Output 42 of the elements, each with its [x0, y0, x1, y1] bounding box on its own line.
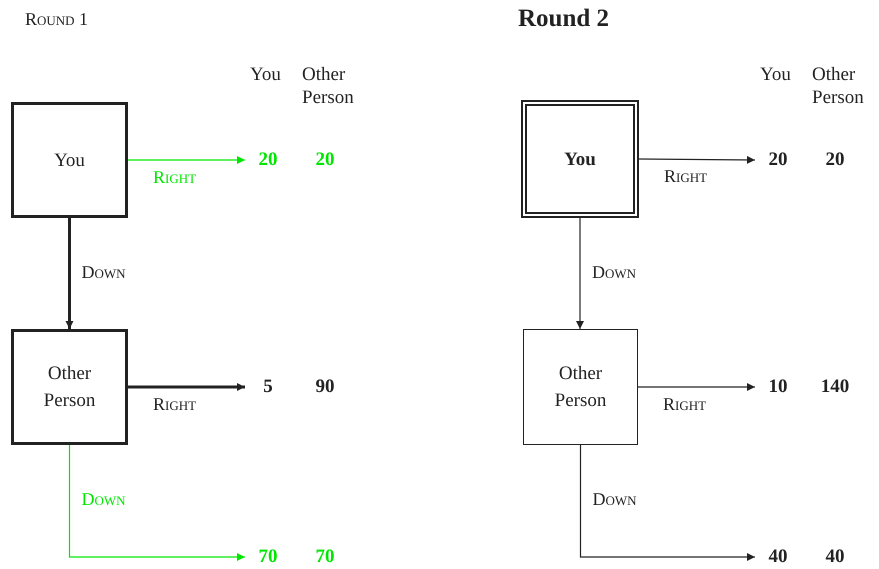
- payoff-value: 40: [768, 545, 788, 569]
- round-heading: Round 1: [25, 8, 88, 31]
- payoff-value: 40: [824, 545, 846, 569]
- arrow: [128, 156, 245, 164]
- decision-box: [11, 329, 128, 445]
- decision-box: [521, 100, 639, 218]
- payoff-value: 70: [314, 545, 336, 569]
- arrow: [639, 156, 755, 164]
- arrow: [638, 383, 755, 391]
- arrow: [66, 218, 74, 329]
- arrow: [576, 218, 584, 329]
- player-name: You: [564, 148, 596, 172]
- column-header: You: [250, 63, 282, 86]
- decision-box: [523, 329, 638, 445]
- arrow: [128, 383, 245, 391]
- player-name: Other Person: [554, 362, 608, 413]
- edge-label: Right: [153, 394, 196, 415]
- payoff-value: 20: [258, 148, 278, 172]
- edge-label: Right: [664, 166, 708, 187]
- arrow: [580, 445, 755, 561]
- edge-label: Right: [153, 167, 196, 188]
- arrow: [68, 445, 245, 561]
- edge-label: Right: [663, 394, 706, 415]
- round-heading: Round 2: [518, 7, 610, 30]
- payoff-value: 20: [768, 148, 788, 172]
- column-header: Other Person: [812, 63, 865, 109]
- payoff-value: 140: [820, 375, 850, 399]
- edge-label: Down: [82, 489, 126, 510]
- column-header: You: [760, 63, 792, 86]
- edge-label: Down: [82, 262, 126, 282]
- payoff-value: 20: [314, 148, 336, 172]
- payoff-value: 10: [768, 375, 788, 399]
- payoff-value: 70: [258, 545, 278, 569]
- player-name: You: [54, 148, 85, 172]
- edge-label: Down: [592, 262, 636, 282]
- payoff-value: 90: [314, 375, 336, 399]
- column-header: Other Person: [302, 63, 355, 109]
- decision-box: [11, 102, 128, 218]
- payoff-value: 5: [262, 375, 274, 399]
- edge-label: Down: [592, 489, 637, 510]
- player-name: Other Person: [42, 362, 96, 413]
- payoff-value: 20: [824, 148, 846, 172]
